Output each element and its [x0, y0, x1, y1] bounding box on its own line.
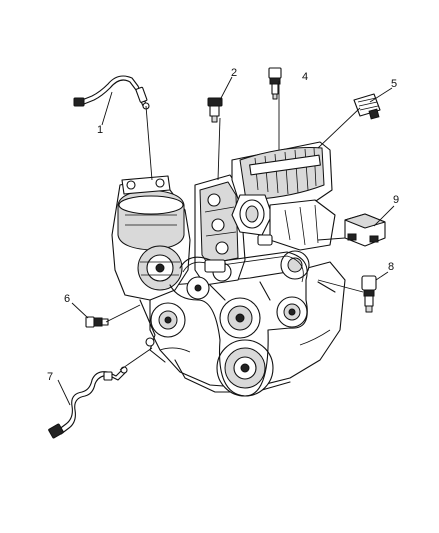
callout-8: 8 — [388, 261, 394, 273]
callout-1: 1 — [97, 124, 103, 136]
leader-lines — [57, 76, 395, 406]
callout-4: 4 — [302, 71, 308, 83]
coolant-temperature-sensor — [361, 275, 377, 313]
callout-7: 7 — [47, 371, 53, 383]
callout-5: 5 — [391, 78, 397, 90]
callout-9: 9 — [393, 194, 399, 206]
camshaft-position-sensor — [207, 97, 223, 123]
callout-6: 6 — [64, 293, 70, 305]
upstream-oxygen-sensor — [73, 75, 150, 110]
intake-air-temperature-sensor — [268, 67, 282, 100]
callout-labels: 1 2 4 5 6 7 8 9 — [47, 67, 399, 383]
callout-2: 2 — [231, 67, 237, 79]
oil-pressure-sender — [85, 316, 109, 328]
engine-block — [111, 141, 346, 397]
map-sensor — [344, 213, 386, 247]
downstream-oxygen-sensor — [48, 366, 128, 439]
